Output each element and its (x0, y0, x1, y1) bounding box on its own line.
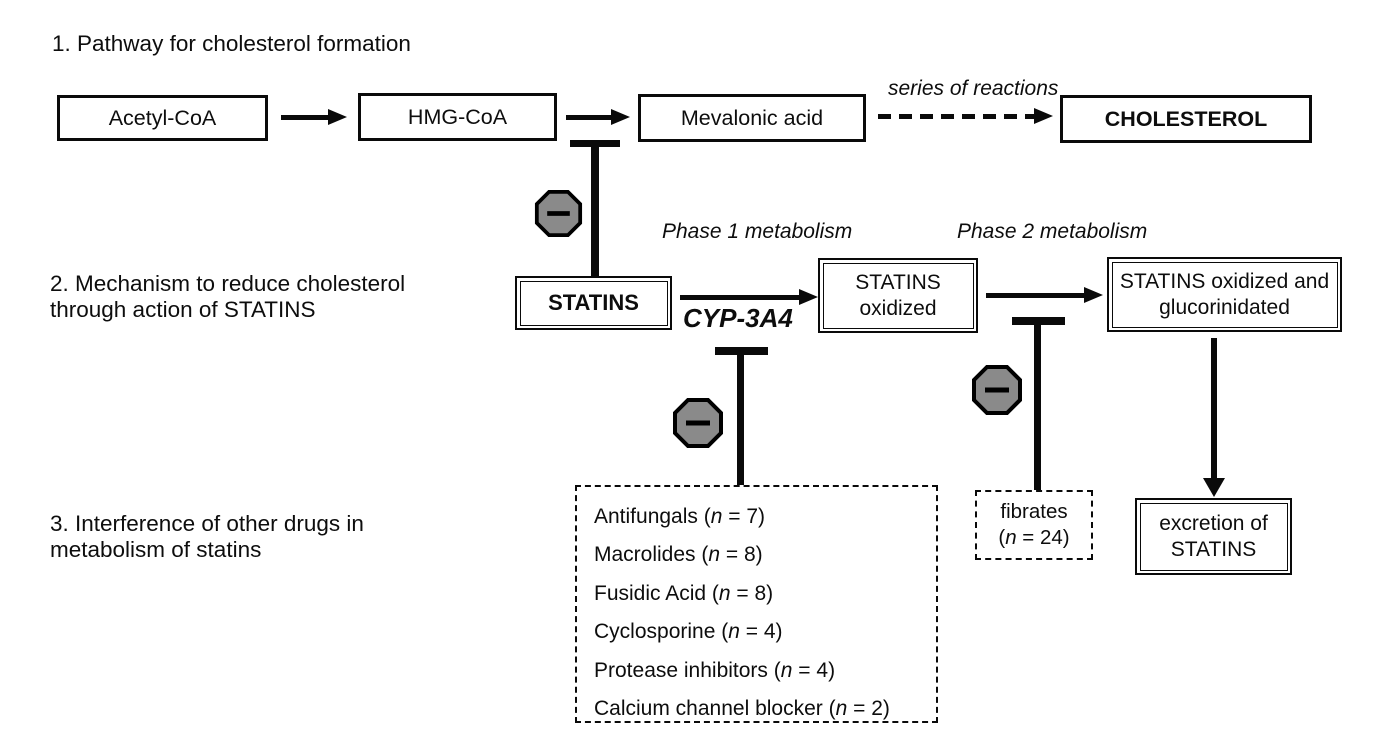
arrowhead-icon (1084, 287, 1103, 303)
section3-title-line2: metabolism of statins (50, 537, 262, 562)
hmg-coa-box: HMG-CoA (358, 93, 557, 141)
section2-title-line2: through action of STATINS (50, 297, 316, 322)
glucorinidated-line2: glucorinidated (1159, 295, 1290, 319)
minus-octagon-icon (972, 365, 1022, 415)
cholesterol-box: CHOLESTEROL (1060, 95, 1312, 143)
cyp3a4-label: CYP-3A4 (683, 303, 793, 333)
mevalonic-acid-label: Mevalonic acid (680, 105, 824, 130)
statins-oxidized-line1: STATINS (855, 270, 941, 294)
drug-item-protease-inhibitors: Protease inhibitors (n = 4) (594, 658, 836, 682)
mevalonic-acid-box: Mevalonic acid (638, 94, 866, 142)
section3-title-line1: 3. Interference of other drugs in (50, 511, 364, 536)
arrowhead-icon (1203, 478, 1225, 497)
drug-item-calcium-channel-blocker: Calcium channel blocker (n = 2) (594, 697, 890, 721)
acetyl-coa-box: Acetyl-CoA (57, 95, 268, 141)
section1-title: 1. Pathway for cholesterol formation (52, 31, 411, 56)
statins-label: STATINS (548, 290, 639, 315)
drug-item-macrolides: Macrolides (n = 8) (594, 543, 763, 567)
arrowhead-icon (799, 289, 818, 305)
minus-octagon-icon (534, 189, 583, 238)
hmg-coa-label: HMG-CoA (407, 104, 508, 129)
glucorinidated-line1: STATINS oxidized and (1119, 269, 1330, 293)
drug-item-cyclosporine: Cyclosporine (n = 4) (594, 620, 783, 644)
excretion-line2: STATINS (1170, 537, 1257, 561)
section2-title: 2. Mechanism to reduce cholesterol throu… (50, 271, 405, 323)
arrowhead-icon (1034, 108, 1053, 124)
statins-oxidized-line2: oxidized (859, 296, 937, 320)
phase1-label: Phase 1 metabolism (662, 220, 853, 243)
statins-box: STATINS (515, 276, 672, 330)
phase2-label: Phase 2 metabolism (957, 220, 1148, 243)
drug-item-antifungals: Antifungals (n = 7) (594, 505, 766, 528)
interfering-drugs-box: Antifungals (n = 7) Macrolides (n = 8) F… (575, 485, 938, 723)
cholesterol-label: CHOLESTEROL (1104, 106, 1268, 131)
arrowhead-icon (328, 109, 347, 125)
fibrates-box: fibrates (n = 24) (975, 490, 1093, 560)
excretion-line1: excretion of (1159, 511, 1268, 535)
fibrates-label: fibrates (1000, 500, 1068, 523)
minus-octagon-icon (673, 398, 723, 448)
arrowhead-icon (611, 109, 630, 125)
section3-title: 3. Interference of other drugs in metabo… (50, 511, 364, 563)
section2-title-line1: 2. Mechanism to reduce cholesterol (50, 271, 406, 296)
excretion-box: excretion of STATINS (1135, 498, 1292, 575)
glucorinidated-box: STATINS oxidized and glucorinidated (1107, 257, 1342, 332)
statins-oxidized-box: STATINS oxidized (818, 258, 978, 333)
acetyl-coa-label: Acetyl-CoA (108, 105, 217, 130)
fibrates-count: (n = 24) (998, 526, 1070, 549)
drug-item-fusidic-acid: Fusidic Acid (n = 8) (594, 581, 774, 605)
series-of-reactions-label: series of reactions (888, 77, 1059, 100)
